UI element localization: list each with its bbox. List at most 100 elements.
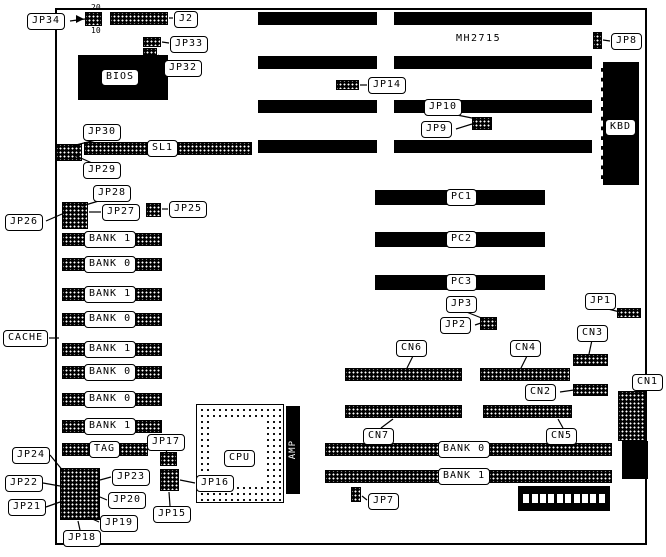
callout-bank1-21: BANK 1: [84, 231, 137, 248]
callout-jp18-48: JP18: [63, 530, 102, 547]
callout-jp17-49: JP17: [147, 434, 186, 451]
callout-cpu-53: CPU: [224, 450, 256, 467]
callout-jp23-43: JP23: [112, 469, 151, 486]
callout-jp34-0: JP34: [27, 13, 66, 30]
callout-jp29-12: JP29: [83, 162, 122, 179]
callout-jp24-42: JP24: [12, 447, 51, 464]
isa-slot-2-left: [258, 56, 377, 69]
callout-jp30-10: JP30: [83, 124, 122, 141]
dip-switch: [531, 494, 538, 503]
callout-j2-1: J2: [174, 11, 199, 28]
cn6-header: [345, 368, 462, 381]
dip-switch: [548, 494, 555, 503]
jp8-header: [593, 32, 602, 49]
callout-bank1-23: BANK 1: [84, 286, 137, 303]
jp25-header: [146, 203, 161, 217]
callout-tag-29: TAG: [89, 441, 121, 458]
callout-bank0-22: BANK 0: [84, 256, 137, 273]
callout-jp2-31: JP2: [440, 317, 472, 334]
jp1-header: [617, 308, 641, 318]
callout-cn1-37: CN1: [632, 374, 664, 391]
callout-jp9-8: JP9: [421, 121, 453, 138]
callout-pc1-17: PC1: [446, 189, 478, 206]
callout-jp10-7: JP10: [424, 99, 463, 116]
callout-cn3-33: CN3: [577, 325, 609, 342]
callout-cn2-36: CN2: [525, 384, 557, 401]
amp-label: AMP: [288, 440, 298, 460]
callout-jp16-50: JP16: [196, 475, 235, 492]
callout-cn5-39: CN5: [546, 428, 578, 445]
switch-block: [518, 486, 610, 511]
callout-bank0-24: BANK 0: [84, 311, 137, 328]
j2-header: [110, 12, 168, 25]
callout-bank0-27: BANK 0: [84, 391, 137, 408]
isa-slot-3-left: [258, 100, 377, 113]
callout-cn4-35: CN4: [510, 340, 542, 357]
pin10-label: 10: [91, 26, 101, 35]
isa-slot-1-right: [394, 12, 592, 25]
callout-jp8-5: JP8: [611, 33, 643, 50]
jp33-header: [143, 37, 161, 47]
cn3-header: [573, 354, 608, 366]
callout-jp21-46: JP21: [8, 499, 47, 516]
callout-cn7-38: CN7: [363, 428, 395, 445]
callout-bios-4: BIOS: [101, 69, 140, 86]
callout-cache-20: CACHE: [3, 330, 49, 347]
jp9-jp10-header: [472, 117, 492, 130]
dip-switch: [540, 494, 547, 503]
callout-jp3-30: JP3: [446, 296, 478, 313]
isa-slot-4-right: [394, 140, 592, 153]
dip-switch: [590, 494, 597, 503]
din-connector: [622, 441, 648, 479]
callout-bank1-25: BANK 1: [84, 341, 137, 358]
jp17-header: [160, 452, 177, 466]
callout-jp32-3: JP32: [164, 60, 203, 77]
callout-jp15-51: JP15: [153, 506, 192, 523]
isa-slot-1-left: [258, 12, 377, 25]
dip-switch: [523, 494, 530, 503]
callout-cn6-34: CN6: [396, 340, 428, 357]
jp26-jp27-jp28-block: [62, 202, 88, 229]
cn7-header: [345, 405, 462, 418]
callout-jp1-32: JP1: [585, 293, 617, 310]
dip-switch: [565, 494, 572, 503]
pin20-label: 20: [91, 3, 101, 12]
jp14-header: [336, 80, 359, 90]
callout-jp14-6: JP14: [368, 77, 407, 94]
dip-switch: [556, 494, 563, 503]
cn2-header: [573, 384, 608, 396]
jp7-header: [351, 487, 361, 502]
dip-switch: [598, 494, 605, 503]
callout-jp28-13: JP28: [93, 185, 132, 202]
jp18-24-block: [60, 468, 100, 520]
cn5-header: [483, 405, 572, 418]
callout-bank1-41: BANK 1: [438, 468, 491, 485]
callout-bank1-28: BANK 1: [84, 418, 137, 435]
callout-jp27-14: JP27: [102, 204, 141, 221]
dip-switch: [581, 494, 588, 503]
callout-jp33-2: JP33: [170, 36, 209, 53]
callout-sl1-11: SL1: [147, 140, 179, 157]
jp2-jp3-header: [480, 317, 497, 330]
jp15-jp16-block: [160, 469, 179, 491]
callout-jp19-47: JP19: [100, 515, 139, 532]
callout-bank0-40: BANK 0: [438, 441, 491, 458]
callout-jp20-45: JP20: [108, 492, 147, 509]
callout-jp26-15: JP26: [5, 214, 44, 231]
callout-pc2-18: PC2: [446, 231, 478, 248]
callout-kbd-9: KBD: [605, 119, 637, 136]
callout-jp25-16: JP25: [169, 201, 208, 218]
cn4-header: [480, 368, 570, 381]
cn1-header: [618, 391, 646, 441]
callout-jp7-52: JP7: [368, 493, 400, 510]
callout-bank0-26: BANK 0: [84, 364, 137, 381]
chip-label: MH2715: [456, 33, 502, 44]
callout-jp22-44: JP22: [5, 475, 44, 492]
jp34-header: [85, 12, 102, 26]
dip-switch: [573, 494, 580, 503]
isa-slot-2-right: [394, 56, 592, 69]
callout-pc3-19: PC3: [446, 274, 478, 291]
amp-body: AMP: [286, 406, 300, 494]
isa-slot-4-left: [258, 140, 377, 153]
